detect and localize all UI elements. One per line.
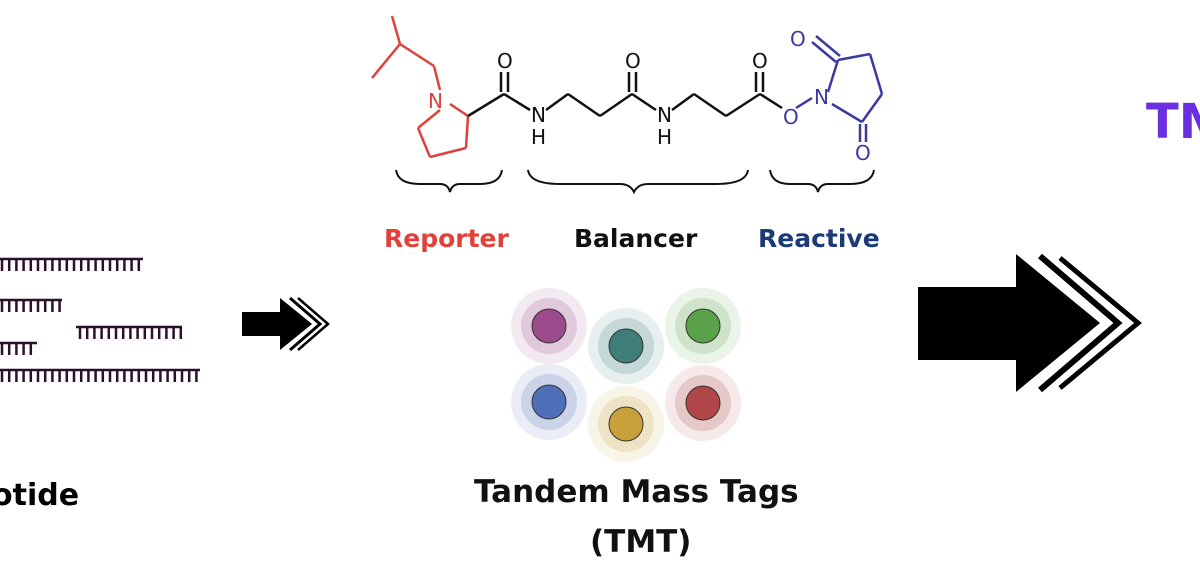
tmt-title-line1: Tandem Mass Tags [474,474,799,510]
tag-dot-blue [511,364,587,440]
reactive-label: Reactive [758,224,880,253]
atom-o-succinimide-bottom: O [855,141,871,165]
atom-nh2-n: N [657,103,672,127]
tag-dot-gold [588,386,664,462]
brace-reactive [769,169,875,193]
reactive-moiety [795,35,884,142]
brace-reporter [395,169,503,193]
atom-o2: O [625,49,641,73]
brace-balancer [527,169,749,195]
atom-n-succinimide: N [814,85,829,109]
reporter-label: Reporter [384,224,509,253]
tag-dot-purple [511,288,587,364]
tag-dot-teal [588,308,664,384]
tag-dot-green [665,288,741,364]
atom-n-ring: N [428,89,443,113]
tmt-title-line2: (TMT) [590,524,692,560]
right-panel-title: TM [1146,94,1200,150]
atom-o-ester: O [783,105,799,129]
reporter-moiety [371,15,470,159]
atom-o-succinimide-top: O [790,27,806,51]
atom-nh1-h: H [531,125,546,149]
atom-nh2-h: H [657,125,672,149]
atom-o1: O [497,49,513,73]
atom-o3: O [752,49,768,73]
peptide-label: otide [0,478,80,513]
atom-nh1-n: N [531,103,546,127]
balancer-moiety [467,72,783,118]
tag-dot-red [665,365,741,441]
balancer-label: Balancer [574,224,698,253]
